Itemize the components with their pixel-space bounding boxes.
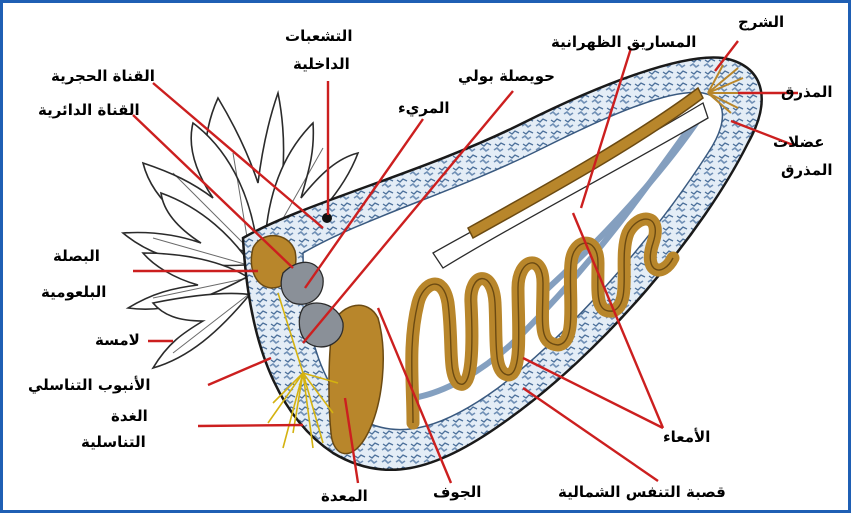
- label-cloacal-muscles-1: عضلات: [773, 133, 825, 151]
- ring-canal-organ: [281, 262, 323, 304]
- label-dorsal-mesentery: المساريق الظهرانية: [551, 33, 696, 51]
- label-gonad-1: الغدة: [111, 407, 148, 425]
- label-cloacal-muscles-2: المذرق: [781, 161, 833, 179]
- label-gonad-2: التناسلية: [81, 433, 146, 451]
- label-stone-canal: القناة الحجرية: [51, 67, 155, 85]
- label-pharyngeal-bulb-1: البصلة: [53, 247, 100, 265]
- label-internal-branches-1: التشعبات: [285, 27, 352, 45]
- label-genital-duct: الأنبوب التناسلي: [28, 376, 150, 394]
- label-cloaca: المذرق: [781, 83, 833, 101]
- label-tentacle: لامسة: [95, 331, 140, 349]
- label-intestine: الأمعاء: [663, 428, 710, 446]
- leader-genital-duct: [208, 358, 271, 385]
- label-respiratory-tree: قصبة التنفس الشمالية: [558, 483, 726, 501]
- leader-gonad: [198, 425, 303, 426]
- label-anus: الشرج: [738, 13, 784, 31]
- label-pharyngeal-bulb-2: البلعومية: [41, 283, 106, 301]
- label-polian-vesicle: حويصلة بولي: [458, 67, 555, 85]
- label-esophagus: المريء: [398, 99, 450, 117]
- label-ring-canal: القناة الدائرية: [38, 101, 140, 119]
- label-internal-branches-2: الداخلية: [293, 55, 350, 73]
- tentacle-5: [153, 293, 253, 368]
- leader-respiratory-tree: [523, 388, 658, 481]
- label-stomach: المعدة: [321, 487, 368, 505]
- label-coelom: الجوف: [433, 483, 481, 501]
